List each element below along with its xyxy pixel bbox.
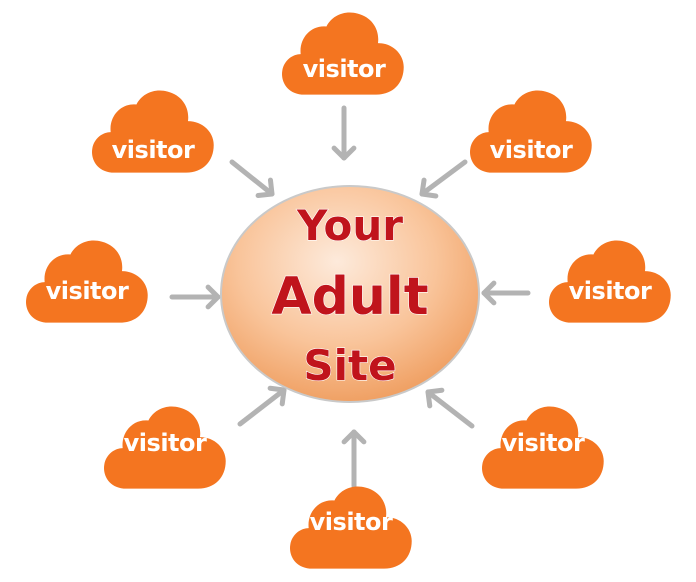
visitor-nodes: visitor visitor visitor visitor visitor … [26, 12, 671, 569]
center-line-2: Adult [271, 267, 428, 327]
visitor-cloud-bottom-left: visitor [104, 406, 226, 489]
arrow-top-right-shaft [419, 159, 468, 197]
arrow-bottom-right [425, 387, 475, 429]
visitor-label-top: visitor [303, 55, 386, 83]
arrow-top-left-head [255, 177, 275, 199]
visitor-cloud-top-right: visitor [470, 90, 592, 173]
arrow-bottom-left-shaft [237, 387, 287, 427]
visitor-cloud-top-left: visitor [92, 90, 214, 173]
visitor-label-bottom-left: visitor [124, 429, 207, 457]
arrow-top-left-shaft [229, 159, 275, 197]
visitor-label-top-left: visitor [112, 136, 195, 164]
visitor-cloud-left: visitor [26, 240, 148, 323]
visitor-cloud-bottom-right: visitor [482, 406, 604, 489]
arrow-left-head [205, 284, 221, 310]
visitor-label-bottom-right: visitor [502, 429, 585, 457]
arrow-top-right [419, 159, 468, 199]
visitor-label-bottom: visitor [310, 508, 393, 536]
visitor-cloud-right: visitor [549, 240, 671, 323]
arrow-bottom [341, 429, 367, 489]
arrow-bottom-left [237, 385, 287, 427]
arrow-bottom-right-head [425, 387, 445, 409]
arrow-bottom-head [341, 429, 367, 445]
arrow-top-head [331, 145, 357, 161]
arrow-top-right-head [419, 177, 439, 199]
arrow-left [169, 284, 221, 310]
arrow-top [331, 105, 357, 161]
visitor-cloud-bottom: visitor [290, 486, 412, 569]
arrow-right-head [481, 280, 497, 306]
arrow-top-left [229, 159, 275, 199]
arrows-group [169, 105, 531, 489]
center-node: Your Adult Site [220, 185, 480, 403]
visitor-label-left: visitor [46, 277, 129, 305]
center-ellipse [220, 185, 480, 403]
arrow-right [481, 280, 531, 306]
arrow-bottom-left-head [267, 385, 287, 407]
visitor-label-right: visitor [569, 277, 652, 305]
arrow-bottom-right-shaft [425, 389, 475, 429]
center-line-3: Site [303, 341, 396, 390]
center-line-1: Your [296, 201, 403, 250]
visitor-cloud-top: visitor [282, 12, 404, 95]
visitor-label-top-right: visitor [490, 136, 573, 164]
